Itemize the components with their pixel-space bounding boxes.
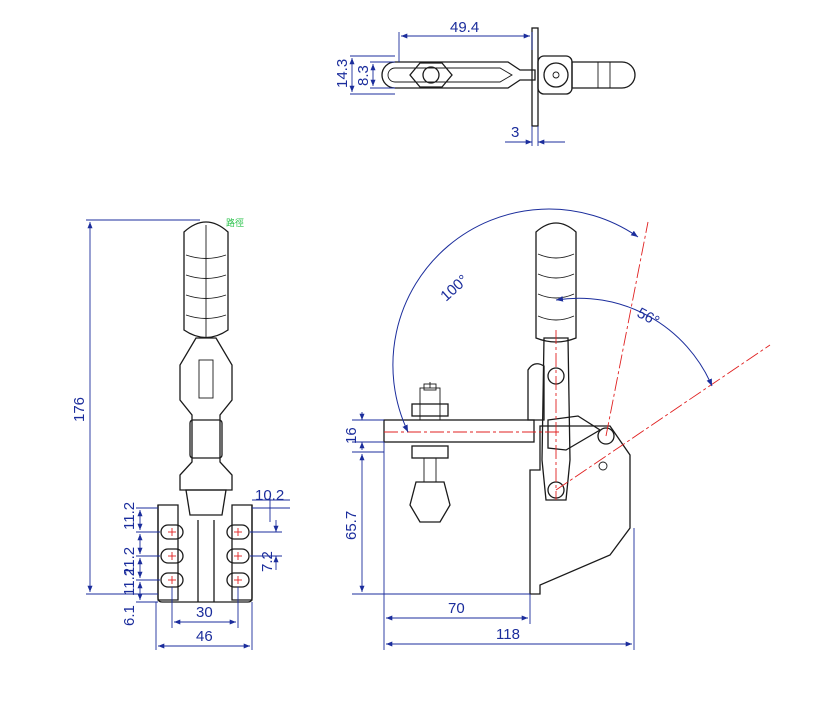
- top-pivot-block: [537, 55, 573, 95]
- dim-top-height-inner: 8.3: [355, 65, 372, 86]
- dim-total-height: 176: [71, 397, 88, 422]
- side-arc-100: [392, 208, 639, 433]
- dim-overall: 118: [496, 626, 520, 643]
- side-centerline-56: [555, 344, 771, 491]
- side-view: 100° 56° 16 65.7 70 118: [343, 208, 771, 650]
- dim-spindle-height: 65.7: [343, 511, 360, 540]
- front-tapered-foot: [185, 489, 227, 516]
- front-base-plate: [157, 505, 253, 603]
- side-spindle-tip: [409, 481, 451, 523]
- dim-bottom: 6.1: [121, 605, 138, 626]
- front-link-block: [189, 419, 223, 459]
- top-handle-body: [381, 61, 536, 89]
- dim-arm-thickness: 16: [343, 427, 360, 444]
- dim-release-angle: 56°: [634, 305, 662, 331]
- top-view: 49.4 14.3 8.3 3: [334, 19, 636, 146]
- dim-top-height-outer: 14.3: [334, 59, 351, 88]
- side-handle-grip: [535, 222, 577, 343]
- side-nut-top: [411, 403, 449, 417]
- side-arc-56: [555, 296, 713, 387]
- front-slot-centers: [168, 528, 242, 584]
- dim-slot-length: 7.2: [259, 551, 276, 572]
- top-pivot-circle: [543, 62, 569, 88]
- side-arm: [383, 419, 535, 443]
- top-hex-nut: [409, 62, 453, 88]
- dim-reach: 70: [448, 600, 465, 617]
- dim-slot-offset: 10.2: [255, 487, 284, 504]
- dim-open-angle: 100°: [437, 272, 471, 305]
- front-slot: [160, 548, 184, 564]
- front-screw: [198, 359, 214, 399]
- side-nut-bottom: [411, 445, 449, 459]
- top-pivot-pin: [552, 71, 560, 79]
- dim-hole-pitch: 30: [196, 604, 213, 621]
- dim-spacing-c: 11.2: [121, 568, 138, 596]
- top-handle-slot: [387, 67, 513, 83]
- dim-spacing-a: 11.2: [121, 502, 138, 530]
- front-slot: [226, 524, 250, 540]
- side-spindle-bottom: [423, 457, 437, 483]
- side-base-plate: [529, 425, 631, 595]
- dim-top-plate: 3: [511, 124, 519, 141]
- dim-spacing-b: 11.2: [121, 547, 138, 575]
- path-note: 路徑: [226, 217, 244, 229]
- side-link-bracket: [527, 363, 545, 421]
- front-slot: [226, 548, 250, 564]
- top-handle-grip: [571, 61, 636, 89]
- front-view: 路徑 176: [71, 217, 290, 650]
- side-centerline-100: [605, 221, 649, 437]
- side-small-hole: [598, 461, 608, 471]
- dim-top-length: 49.4: [450, 19, 479, 36]
- top-nut-bore: [422, 66, 440, 84]
- front-linkage-body: [179, 337, 233, 491]
- front-slot: [160, 524, 184, 540]
- dim-base-width: 46: [196, 628, 213, 645]
